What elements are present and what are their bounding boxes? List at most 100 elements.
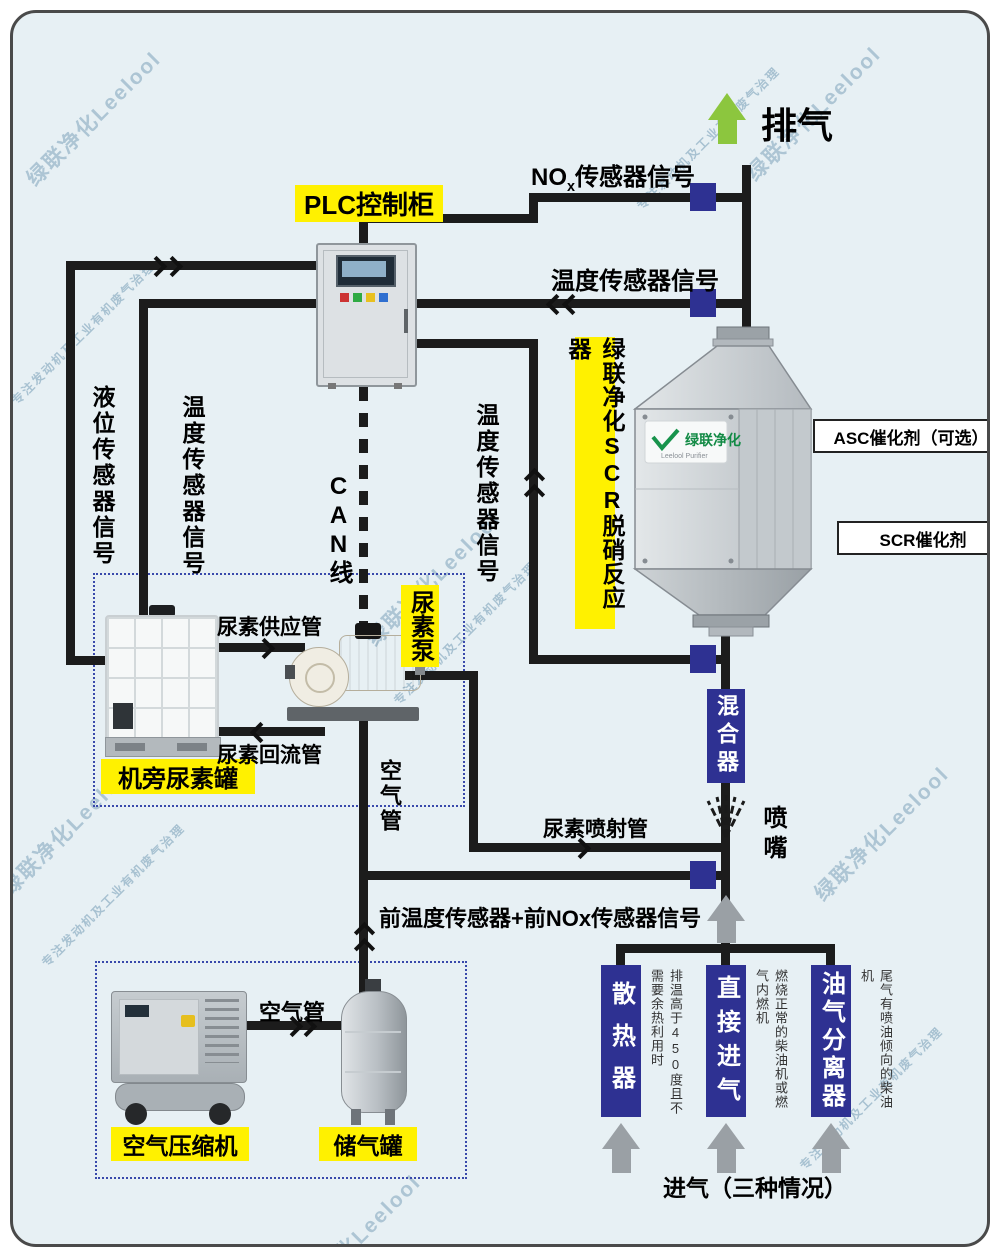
urea-return-label: 尿素回流管	[217, 744, 322, 767]
nozzle-spray-icon	[706, 795, 746, 838]
pump-outlet-pipe-v	[469, 671, 478, 852]
urea-tank-label-patch	[113, 703, 133, 729]
front-sensor-signal-line	[359, 871, 730, 880]
intake-stub-3	[826, 944, 835, 969]
urea-injection-pipe	[469, 843, 730, 852]
reactor-logo-panel	[644, 420, 728, 464]
plc-top-line	[359, 214, 538, 223]
right-temp-signal-h2	[529, 655, 730, 664]
temp-signal-label-top: 温度传感器信号	[551, 268, 719, 295]
reactor-logo-en: Leelool Purifier	[661, 453, 708, 460]
plc-button-green	[353, 293, 362, 302]
scr-catalyst-callout: SCR催化剂	[837, 521, 987, 555]
air-tank-leg	[351, 1109, 361, 1125]
intake-note-direct: 燃烧正常的柴油机或燃气内燃机	[754, 969, 788, 1109]
reactor-inlet-flange	[716, 326, 770, 340]
urea-tank-pallet	[105, 737, 221, 757]
reactor-logo-cn: 绿联净化	[685, 432, 741, 448]
compressor-display	[125, 1005, 149, 1017]
urea-supply-pipe	[209, 643, 305, 652]
air-tank-leg	[385, 1109, 395, 1125]
reactor-bolt	[642, 414, 648, 420]
air-tank-valve	[365, 979, 381, 993]
pallet-slot	[177, 743, 207, 751]
intake-option-radiator: 散热器	[601, 965, 641, 1117]
exhaust-label: 排气	[761, 105, 834, 146]
front-sensor-label: 前温度传感器+前NOx传感器信号	[379, 906, 702, 931]
plc-button-blue	[379, 293, 388, 302]
urea-supply-label: 尿素供应管	[217, 616, 322, 639]
reactor-bolt	[728, 558, 734, 564]
pump-inlet-fitting	[285, 665, 295, 679]
logo-swoosh-icon	[651, 428, 680, 452]
urea-tank-label: 机旁尿素罐	[101, 759, 255, 794]
pump-outlet-pipe-h	[405, 671, 478, 680]
air-compressor-image	[111, 989, 251, 1125]
pump-head	[289, 647, 349, 707]
flow-arrow-up-icon	[353, 937, 376, 960]
reactor-upper-hopper	[632, 345, 813, 410]
nox-sensor-connector	[690, 183, 716, 211]
nozzle-label: 喷嘴	[759, 805, 786, 865]
reactor-outlet-collar	[708, 626, 754, 637]
urea-station-group-box	[93, 573, 465, 807]
nox-subscript: x	[567, 178, 576, 195]
air-pipe-label-vertical: 空气管	[377, 759, 402, 834]
urea-tank-cap	[149, 605, 175, 617]
pump-head-ring	[305, 663, 335, 693]
intake-arrow-3-stem	[822, 1148, 841, 1173]
compressor-wheel	[125, 1103, 147, 1125]
air-tank-weld-ring	[345, 1031, 401, 1033]
outlet-temp-sensor-connector	[690, 645, 716, 673]
front-sensor-connector	[690, 861, 716, 889]
exhaust-arrow-icon	[708, 93, 746, 120]
urea-tank-image	[105, 605, 221, 757]
air-pipe-label-bottom: 空气管	[259, 1000, 326, 1025]
intake-option-separator: 油气分离器	[811, 965, 851, 1117]
intake-option-direct: 直接进气	[706, 965, 746, 1117]
flow-arrow-up-icon	[523, 483, 546, 506]
plc-door-handle	[404, 309, 408, 333]
nox-signal-line	[529, 193, 751, 202]
right-temp-signal-h1	[409, 339, 538, 348]
tank-temp-signal-v	[139, 299, 148, 625]
level-signal-line-h	[66, 261, 320, 270]
level-signal-label: 液位传感器信号	[89, 385, 115, 567]
intake-arrow-1-stem	[612, 1148, 631, 1173]
plc-label: PLC控制柜	[295, 185, 443, 222]
scr-reactor-image: 绿联净化 Leelool Purifier	[632, 326, 813, 637]
temp-signal-label-right: 温度传感器信号	[473, 403, 499, 585]
nox-signal-step	[529, 193, 538, 223]
nox-rest: 传感器信号	[575, 164, 696, 191]
plc-screen-content	[342, 261, 386, 277]
air-pipe-bottom	[243, 1021, 351, 1030]
intake-stub-1	[616, 944, 625, 969]
tank-temp-signal-h	[139, 299, 320, 308]
air-pipe-vertical	[359, 713, 368, 1003]
can-bus-label: CAN线	[325, 473, 352, 586]
right-temp-signal-v	[529, 339, 538, 664]
intake-arrow-2-stem	[717, 1148, 736, 1173]
urea-pump-image	[285, 619, 425, 729]
mixer-box: 混合器	[707, 689, 745, 783]
pump-base	[287, 707, 419, 721]
level-signal-stub	[66, 656, 116, 665]
intake-arrow-1-icon	[602, 1123, 640, 1149]
urea-pump-label: 尿素泵	[401, 585, 439, 667]
pallet-slot	[115, 743, 145, 751]
exhaust-arrow-stem	[718, 119, 737, 144]
temp-signal-line-top	[409, 299, 751, 308]
plc-cabinet-image	[316, 241, 417, 389]
watermark-brand: 绿联净化Leelool	[810, 762, 954, 906]
air-supply-group-box	[95, 961, 467, 1179]
reactor-lower-hopper	[632, 568, 813, 616]
intake-arrow-mid-stem	[717, 920, 736, 943]
air-tank-body	[341, 991, 407, 1113]
plc-top-stub	[359, 214, 368, 244]
reactor-bolt	[642, 558, 648, 564]
watermark-brand: 绿联净化Leelool	[22, 47, 166, 191]
compressor-vents	[205, 999, 239, 1063]
flow-arrow-right-icon	[161, 255, 184, 278]
temp-signal-label-left: 温度传感器信号	[179, 395, 205, 577]
plc-button-yellow	[366, 293, 375, 302]
